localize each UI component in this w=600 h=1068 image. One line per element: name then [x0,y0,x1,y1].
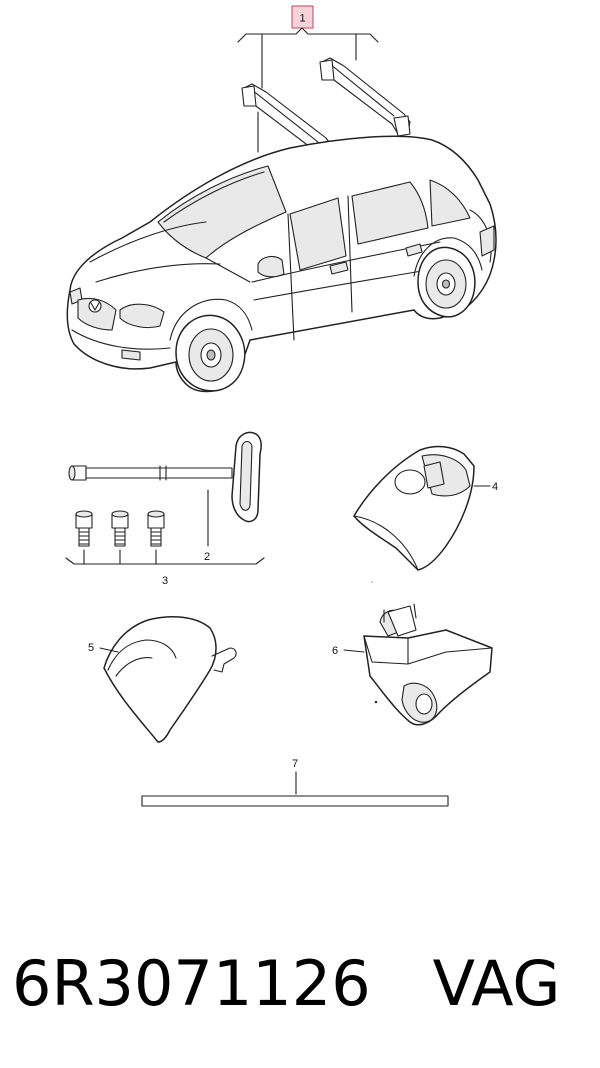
brand-name: VAG [432,947,561,1020]
callout-4-label: 4 [492,481,498,493]
part-6-foot-assembly [343,603,493,726]
part-2-clamp-bolt [68,431,262,547]
part-7-trim-strip [141,771,449,807]
car-illustration [66,135,497,393]
callout-1-label: 1 [299,13,305,25]
part-5-end-cap [99,615,237,743]
callout-2-label: 2 [204,551,210,563]
part-3-small-bolts [65,510,265,565]
callout-6-label: 6 [332,645,338,657]
callout-1[interactable]: 1 [291,5,314,29]
callout-3-label: 3 [162,575,168,587]
part-number-caption: 6R3071126 VAG [12,944,588,1024]
callout-5-label: 5 [88,642,94,654]
part-4-foot-cover [353,445,491,571]
part-number: 6R3071126 [12,947,371,1020]
callout-7-label: 7 [292,758,298,770]
